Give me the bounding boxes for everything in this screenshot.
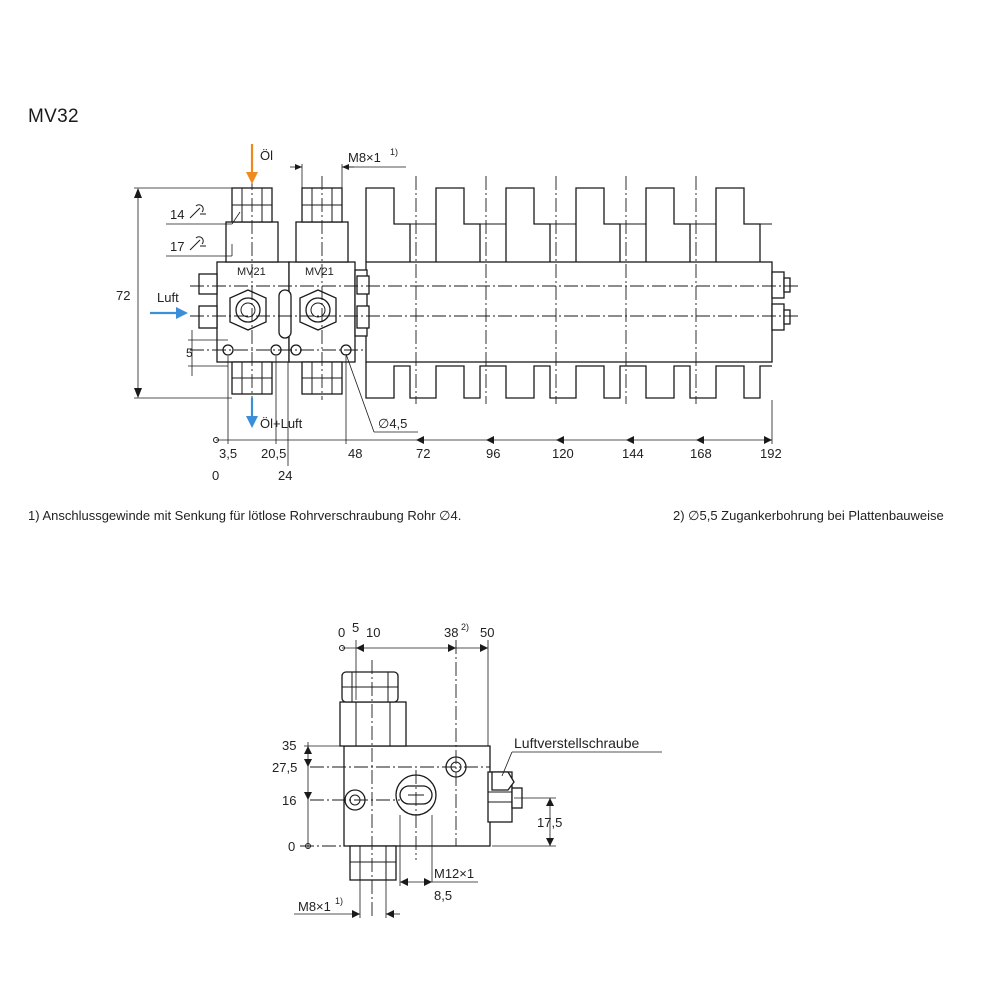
left-port-lower	[198, 305, 218, 329]
air-screw-1	[229, 289, 267, 331]
x-tick-120: 120	[552, 446, 574, 461]
m8-thread-note-bottom: 1)	[335, 896, 343, 906]
diagram-title: MV32	[28, 106, 79, 127]
air-screw-2	[299, 289, 337, 331]
x-tick-168: 168	[690, 446, 712, 461]
side-outlet	[349, 845, 397, 881]
x-tick-48: 48	[348, 446, 362, 461]
footnote-1: 1) Anschlussgewinde mit Senkung für lötl…	[28, 508, 462, 523]
x-tick-72: 72	[416, 446, 430, 461]
end-nut-upper	[356, 275, 370, 295]
air-screw-label: Luftverstellschraube	[514, 735, 640, 751]
far-end-bolt-cap-upper	[783, 277, 791, 293]
end-nut-lower	[356, 305, 370, 329]
side-top-tick-0: 0	[338, 625, 345, 640]
m12-thread-label: M12×1	[434, 866, 474, 881]
fin-outline-bottom	[365, 362, 772, 399]
side-right-dim: 17,5	[537, 815, 562, 830]
height-72-label: 72	[116, 288, 130, 303]
oil-in-label: Öl	[260, 148, 273, 163]
wrench-14-icon	[189, 204, 206, 219]
side-left-tick-35: 35	[282, 738, 296, 753]
x-tick-96: 96	[486, 446, 500, 461]
fin-outline-top	[365, 187, 761, 262]
side-top-tick-38: 38	[444, 625, 458, 640]
side-view: 0 5 10 38 2) 50 35 27,5 16 0 Luftverstel…	[272, 620, 662, 918]
x-tick-24: 24	[278, 468, 292, 483]
m8-thread-label-bottom: M8×1	[298, 899, 331, 914]
fin-bar-body	[365, 261, 773, 363]
oil-air-label: Öl+Luft	[260, 416, 303, 431]
module-2-label: MV21	[305, 266, 334, 278]
side-left-tick-0: 0	[288, 839, 295, 854]
air-label: Luft	[157, 290, 179, 305]
hole-dia-label: ∅4,5	[378, 416, 407, 431]
thread-label-top: M8×1	[348, 150, 381, 165]
far-end-nut-upper	[771, 271, 785, 299]
tie-rod-slot	[278, 289, 292, 339]
wrench-17-icon	[189, 236, 206, 251]
thread-note-top: 1)	[390, 147, 398, 157]
footnote-2: 2) ∅5,5 Zugankerbohrung bei Plattenbauwe…	[673, 508, 944, 523]
side-fitting-hex	[339, 701, 407, 747]
dim-8-5-label: 8,5	[434, 888, 452, 903]
wrench-14-label: 14	[170, 207, 184, 222]
five-dim-label: 5	[186, 346, 193, 360]
x-tick-192: 192	[760, 446, 782, 461]
module-1-label: MV21	[237, 266, 266, 278]
side-left-tick-27-5: 27,5	[272, 760, 297, 775]
side-top-tick-10: 10	[366, 625, 380, 640]
x-tick-3-5: 3,5	[219, 446, 237, 461]
x-tick-0: 0	[212, 468, 219, 483]
x-tick-20-5: 20,5	[261, 446, 286, 461]
side-top-tick-note: 2)	[461, 622, 469, 632]
left-port-upper	[198, 273, 218, 295]
far-end-bolt-cap-lower	[783, 309, 791, 325]
top-view: MV21 MV21 Öl Luft Öl+Luft M8×1 1) 14 17	[116, 144, 800, 483]
x-tick-144: 144	[622, 446, 644, 461]
side-left-tick-16: 16	[282, 793, 296, 808]
wrench-17-label: 17	[170, 239, 184, 254]
fin-notches-top	[409, 223, 772, 262]
side-top-tick-5: 5	[352, 620, 359, 635]
side-top-tick-50: 50	[480, 625, 494, 640]
far-end-nut-lower	[771, 303, 785, 331]
